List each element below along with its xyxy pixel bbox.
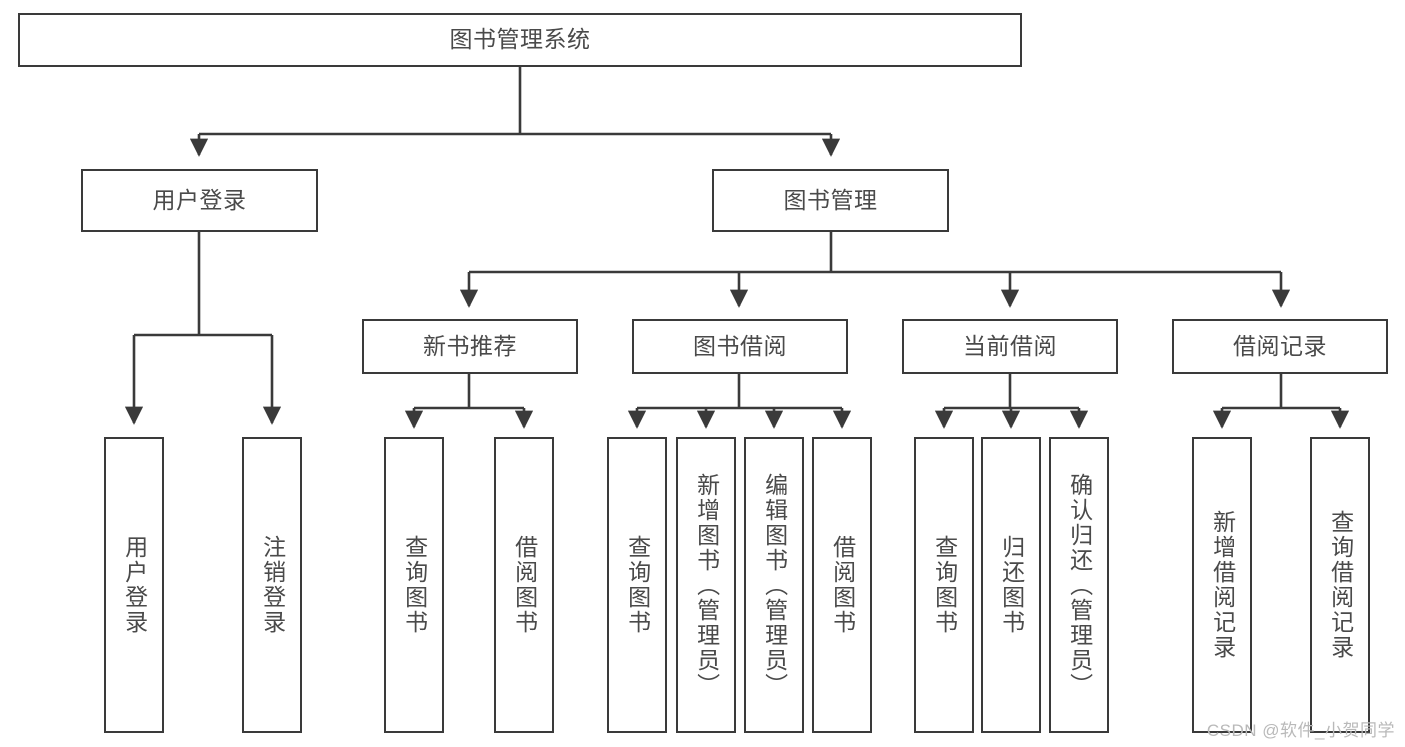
leaf-record-query-record[interactable]: 查询借阅记录 bbox=[1310, 437, 1370, 733]
node-label: 新书推荐 bbox=[423, 332, 517, 359]
node-label: 编辑图书（管理员） bbox=[761, 472, 788, 698]
node-label: 注销登录 bbox=[259, 535, 286, 635]
node-label: 查询图书 bbox=[401, 535, 428, 635]
node-label: 图书借阅 bbox=[693, 332, 787, 359]
node-borrow-record[interactable]: 借阅记录 bbox=[1172, 319, 1388, 374]
leaf-borrow-borrow-book[interactable]: 借阅图书 bbox=[812, 437, 872, 733]
node-user-login[interactable]: 用户登录 bbox=[81, 169, 318, 232]
leaf-new-book-borrow-book[interactable]: 借阅图书 bbox=[494, 437, 554, 733]
csdn-watermark: CSDN @软件_小贺同学 bbox=[1206, 721, 1395, 740]
node-label: 新增图书（管理员） bbox=[693, 472, 720, 698]
node-label: 新增借阅记录 bbox=[1209, 510, 1236, 660]
leaf-current-confirm-return-admin[interactable]: 确认归还（管理员） bbox=[1049, 437, 1109, 733]
leaf-new-book-query-book[interactable]: 查询图书 bbox=[384, 437, 444, 733]
leaf-user-logout[interactable]: 注销登录 bbox=[242, 437, 302, 733]
node-root-system[interactable]: 图书管理系统 bbox=[18, 13, 1022, 67]
node-label: 借阅记录 bbox=[1233, 332, 1327, 359]
node-label: 归还图书 bbox=[998, 535, 1025, 635]
node-label: 用户登录 bbox=[152, 186, 247, 213]
node-label: 查询图书 bbox=[931, 535, 958, 635]
node-label: 图书管理 bbox=[783, 186, 878, 213]
leaf-record-add-record[interactable]: 新增借阅记录 bbox=[1192, 437, 1252, 733]
node-book-borrow[interactable]: 图书借阅 bbox=[632, 319, 848, 374]
node-label: 确认归还（管理员） bbox=[1066, 472, 1093, 698]
node-label: 当前借阅 bbox=[963, 332, 1057, 359]
node-label: 借阅图书 bbox=[511, 535, 538, 635]
leaf-current-return-book[interactable]: 归还图书 bbox=[981, 437, 1041, 733]
leaf-current-query-book[interactable]: 查询图书 bbox=[914, 437, 974, 733]
node-book-management[interactable]: 图书管理 bbox=[712, 169, 949, 232]
node-new-book-recommend[interactable]: 新书推荐 bbox=[362, 319, 578, 374]
node-label: 用户登录 bbox=[121, 535, 148, 635]
node-label: 查询图书 bbox=[624, 535, 651, 635]
node-label: 查询借阅记录 bbox=[1327, 510, 1354, 660]
leaf-borrow-query-book[interactable]: 查询图书 bbox=[607, 437, 667, 733]
node-label: 借阅图书 bbox=[829, 535, 856, 635]
leaf-borrow-edit-book-admin[interactable]: 编辑图书（管理员） bbox=[744, 437, 804, 733]
leaf-borrow-add-book-admin[interactable]: 新增图书（管理员） bbox=[676, 437, 736, 733]
leaf-user-login[interactable]: 用户登录 bbox=[104, 437, 164, 733]
node-label: 图书管理系统 bbox=[449, 26, 591, 53]
node-current-borrow[interactable]: 当前借阅 bbox=[902, 319, 1118, 374]
